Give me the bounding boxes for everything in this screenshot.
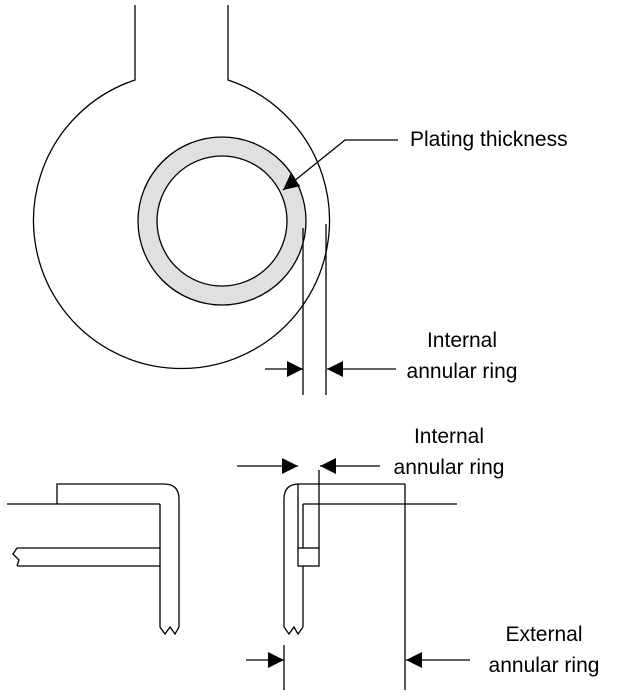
top-view: [0, 5, 398, 395]
cross-section: [7, 458, 470, 690]
left-barrel-outline: [56, 483, 180, 636]
internal-ring-label-top-line2: annular ring: [407, 360, 518, 383]
plating-thickness-label: Plating thickness: [410, 128, 568, 151]
inner-layer-pad: [297, 547, 320, 567]
internal-ring-label-mid-line2: annular ring: [394, 456, 505, 479]
internal-ring-label-mid-line1: Internal: [414, 425, 484, 448]
plating-ring: [0, 137, 137, 305]
right-barrel-break: [283, 625, 304, 636]
inner-layer-left: [12, 547, 160, 567]
external-ring-label-line1: External: [505, 623, 582, 646]
right-barrel-outline: [283, 483, 405, 627]
external-ring-label-line2: annular ring: [489, 654, 600, 677]
internal-ring-label-top-line1: Internal: [427, 329, 497, 352]
plating-thickness-leader: [282, 139, 398, 191]
drilled-hole: [156, 155, 288, 287]
